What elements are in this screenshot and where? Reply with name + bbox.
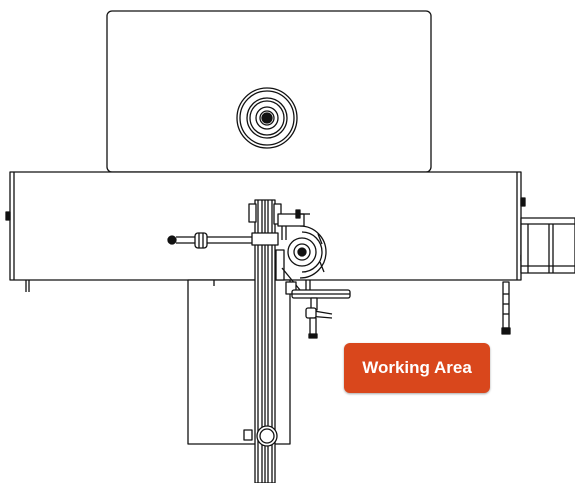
- spindle-circles: [236, 87, 298, 149]
- clamp-head: [277, 209, 327, 295]
- bottom-handwheel: [243, 425, 278, 447]
- side-bracket: [520, 217, 575, 274]
- horizontal-arm: [167, 232, 279, 249]
- working-area-label: Working Area: [344, 343, 490, 393]
- lower-plate: [291, 280, 351, 299]
- lower-knob: [305, 297, 333, 339]
- right-pin: [501, 281, 511, 335]
